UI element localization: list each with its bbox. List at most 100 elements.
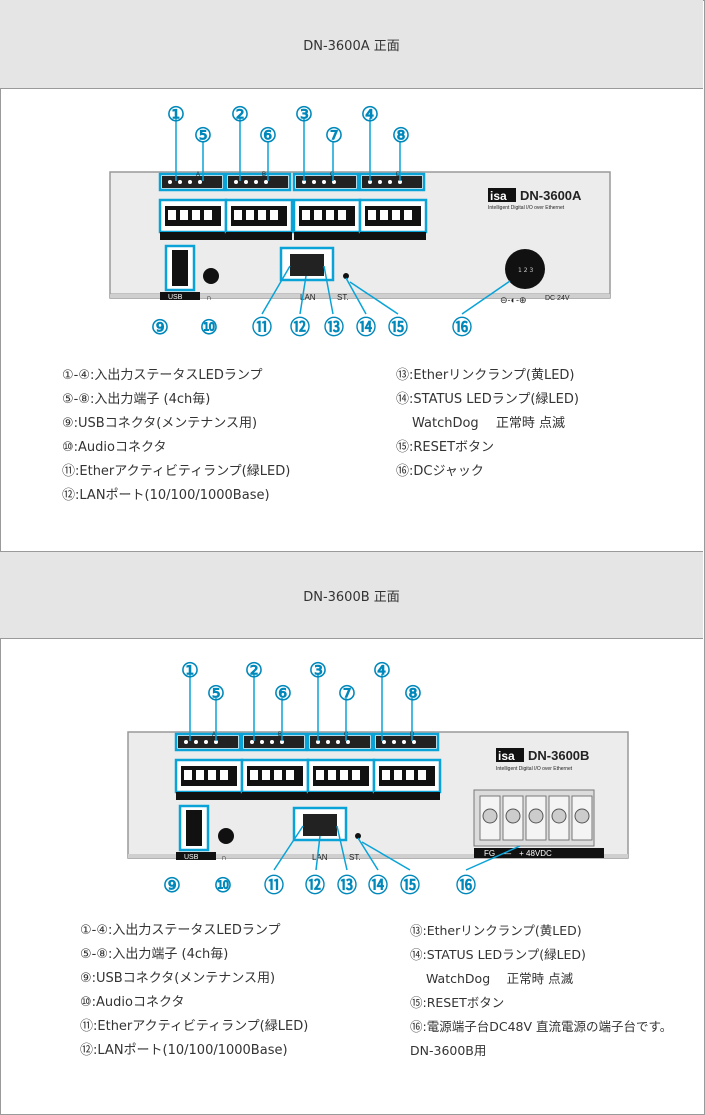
legend-item: ⑭:STATUS LEDランプ(緑LED) <box>410 947 586 962</box>
status-label: ST. <box>337 293 349 302</box>
legend-item: ⑨:USBコネクタ(メンテナンス用) <box>80 971 276 986</box>
callout-14: ⑭ <box>356 316 376 339</box>
callout-11: ⑪ <box>252 316 272 339</box>
front-panel-diagram-dn3600a: A B C <box>109 104 611 339</box>
section-title: DN-3600B 正面 <box>303 589 400 605</box>
callout-13: ⑬ <box>324 316 344 339</box>
callout-15: ⑮ <box>400 874 420 897</box>
legend-item: DN-3600B用 <box>410 1043 487 1058</box>
block-letter: A <box>196 172 200 178</box>
legend-item: ⑯:電源端子台DC48V 直流電源の端子台です。 <box>410 1019 673 1034</box>
callout-10: ⑩ <box>214 875 232 897</box>
legend-item: ①-④:入出力ステータスLEDランプ <box>62 368 263 383</box>
legend-item: WatchDog 正常時 点滅 <box>426 971 574 986</box>
callout-1: ① <box>181 660 199 682</box>
legend-item: ⑬:Etherリンクランプ(黄LED) <box>396 368 575 383</box>
lan-port <box>303 814 337 836</box>
terminal-block-b: B <box>240 732 310 800</box>
power-terminal-block: FG — + 48VDC <box>473 789 604 858</box>
callout-10: ⑩ <box>200 317 218 339</box>
lan-label: LAN <box>300 293 316 302</box>
callout-4: ④ <box>373 660 391 682</box>
legend-item: ⑩:Audioコネクタ <box>80 995 185 1010</box>
front-panel-diagram-dn3600b: A B C <box>127 660 629 897</box>
callout-2: ② <box>245 660 263 682</box>
legend-item: ⑤-⑧:入出力端子 (4ch毎) <box>80 947 229 962</box>
audio-jack <box>203 268 219 284</box>
dc-label: DC 24V <box>545 295 570 302</box>
callout-3: ③ <box>295 104 313 126</box>
status-led <box>343 273 349 279</box>
status-led <box>355 833 361 839</box>
section-header-dn3600a: DN-3600A 正面 <box>0 0 703 89</box>
callout-11: ⑪ <box>264 874 284 897</box>
block-letter: D <box>396 172 401 178</box>
headphone-icon: ∩ <box>206 293 212 302</box>
legend-item: ⑪:Etherアクティビティランプ(緑LED) <box>80 1019 309 1034</box>
legend-item: ⑮:RESETボタン <box>410 995 505 1010</box>
legend-right-dn3600a: ⑬:Etherリンクランプ(黄LED) ⑭:STATUS LEDランプ(緑LED… <box>396 364 579 484</box>
legend-item: WatchDog 正常時 点滅 <box>412 416 565 431</box>
callout-1: ① <box>167 104 185 126</box>
callout-16: ⑯ <box>452 316 472 339</box>
block-letter: B <box>262 172 266 178</box>
legend-item: ⑫:LANポート(10/100/1000Base) <box>62 488 270 503</box>
legend-item: ⑭:STATUS LEDランプ(緑LED) <box>396 392 579 407</box>
callout-5: ⑤ <box>194 125 212 147</box>
leader-lines <box>189 674 521 871</box>
usb-label: USB <box>184 854 199 861</box>
block-letter: A <box>212 732 216 738</box>
legend-item: ⑪:Etherアクティビティランプ(緑LED) <box>62 464 291 479</box>
callout-7: ⑦ <box>325 125 343 147</box>
lan-port <box>290 254 324 276</box>
callout-16: ⑯ <box>456 874 476 897</box>
terminal-block-d: D <box>358 172 428 240</box>
callout-6: ⑥ <box>259 125 277 147</box>
terminal-block-a: A <box>158 172 228 240</box>
callout-15: ⑮ <box>388 316 408 339</box>
callout-13: ⑬ <box>337 874 357 897</box>
terminal-blocks: A B C <box>174 732 442 800</box>
callout-12: ⑫ <box>290 316 310 339</box>
brand-logo: isa DN-3600A Intelligent Digital I/O ove… <box>488 188 582 211</box>
legend-item: ⑫:LANポート(10/100/1000Base) <box>80 1043 288 1058</box>
terminal-block-c: C <box>306 732 376 800</box>
status-label: ST. <box>349 853 361 862</box>
legend-left-dn3600a: ①-④:入出力ステータスLEDランプ ⑤-⑧:入出力端子 (4ch毎) ⑨:US… <box>62 364 290 508</box>
legend-item: ⑮:RESETボタン <box>396 440 495 455</box>
power-label: FG — + 48VDC <box>484 849 552 858</box>
callout-4: ④ <box>361 104 379 126</box>
leader-lines <box>175 118 511 315</box>
callout-6: ⑥ <box>274 683 292 705</box>
usb-port <box>172 250 188 286</box>
usb-port <box>186 810 202 846</box>
legend-item: ①-④:入出力ステータスLEDランプ <box>80 923 281 938</box>
brand-text: isa <box>490 189 507 203</box>
terminal-block-a: A <box>174 732 244 800</box>
callout-12: ⑫ <box>305 874 325 897</box>
lan-label: LAN <box>312 853 328 862</box>
polarity-icon: ⊖-◐-⊕ <box>500 295 527 305</box>
callout-8: ⑧ <box>404 683 422 705</box>
device-base <box>128 854 628 858</box>
brand-text: isa <box>498 749 515 763</box>
terminal-blocks: A B C <box>158 172 428 240</box>
terminal-block-b: B <box>224 172 294 240</box>
dc-jack-dial: 1 2 3 <box>518 267 533 274</box>
device-base <box>110 294 610 298</box>
legend-right-dn3600b: ⑬:Etherリンクランプ(黄LED) ⑭:STATUS LEDランプ(緑LED… <box>410 919 672 1063</box>
callout-5: ⑤ <box>207 683 225 705</box>
callout-9: ⑨ <box>163 875 181 897</box>
section-title: DN-3600A 正面 <box>303 38 400 54</box>
legend-item: ⑨:USBコネクタ(メンテナンス用) <box>62 416 258 431</box>
brand-logo: isa DN-3600B Intelligent Digital I/O ove… <box>496 748 589 772</box>
headphone-icon: ∩ <box>221 853 227 862</box>
callout-8: ⑧ <box>392 125 410 147</box>
tagline: Intelligent Digital I/O over Ethernet <box>496 766 573 772</box>
legend-item: ⑤-⑧:入出力端子 (4ch毎) <box>62 392 211 407</box>
callout-14: ⑭ <box>368 874 388 897</box>
legend-item: ⑩:Audioコネクタ <box>62 440 167 455</box>
callout-3: ③ <box>309 660 327 682</box>
callout-2: ② <box>231 104 249 126</box>
model-label: DN-3600B <box>528 748 589 763</box>
